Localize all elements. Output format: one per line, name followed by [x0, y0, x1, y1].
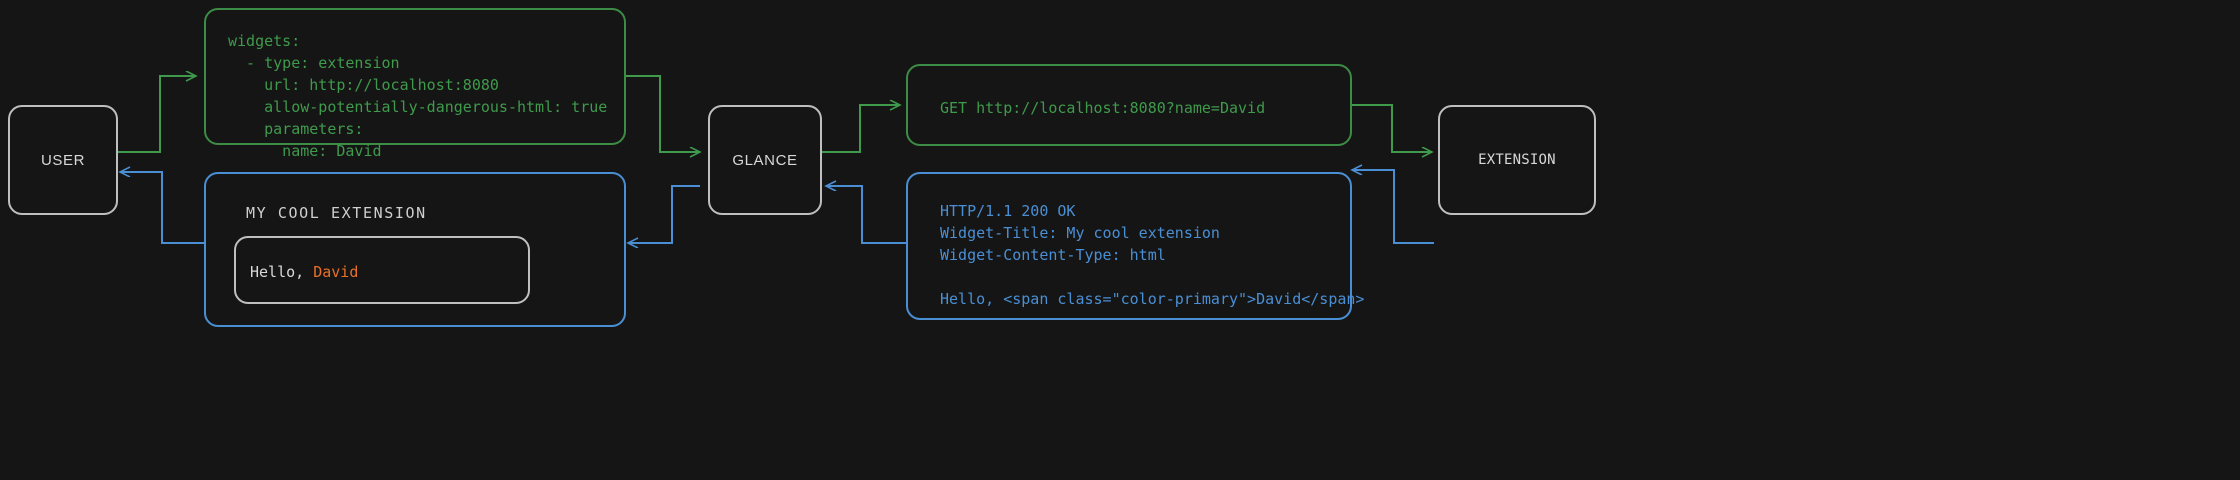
node-user[interactable]: USER: [8, 105, 118, 215]
node-extension[interactable]: EXTENSION: [1438, 105, 1596, 215]
node-glance[interactable]: GLANCE: [708, 105, 822, 215]
edge-widget-to-user: [120, 172, 204, 244]
node-extension-label: EXTENSION: [1478, 152, 1556, 168]
widget-body-prefix: Hello,: [250, 263, 314, 281]
config-yaml-text: widgets: - type: extension url: http://l…: [228, 32, 608, 160]
edge-glance-to-request: [822, 105, 900, 153]
edge-glance-to-widget: [628, 185, 700, 243]
widget-title: MY COOL EXTENSION: [246, 204, 427, 222]
message-http-response: HTTP/1.1 200 OK Widget-Title: My cool ex…: [906, 172, 1365, 320]
http-request-text: GET http://localhost:8080?name=David: [940, 99, 1266, 117]
edge-response-to-glance: [826, 186, 906, 244]
message-http-request: GET http://localhost:8080?name=David: [906, 64, 1352, 146]
widget-card: Hello, David: [234, 236, 530, 304]
message-rendered-widget: MY COOL EXTENSION Hello, David: [204, 172, 626, 327]
widget-body-accent: David: [313, 263, 359, 281]
edge-extension-to-response: [1352, 170, 1434, 244]
edge-config-to-glance: [626, 75, 700, 152]
node-user-label: USER: [40, 151, 86, 169]
http-response-text: HTTP/1.1 200 OK Widget-Title: My cool ex…: [940, 202, 1365, 308]
message-config-yaml: widgets: - type: extension url: http://l…: [204, 8, 626, 160]
edge-user-to-config: [118, 76, 196, 153]
widget-body: Hello, David: [250, 263, 358, 281]
node-glance-label: GLANCE: [732, 151, 798, 169]
edge-request-to-extension: [1352, 104, 1432, 152]
